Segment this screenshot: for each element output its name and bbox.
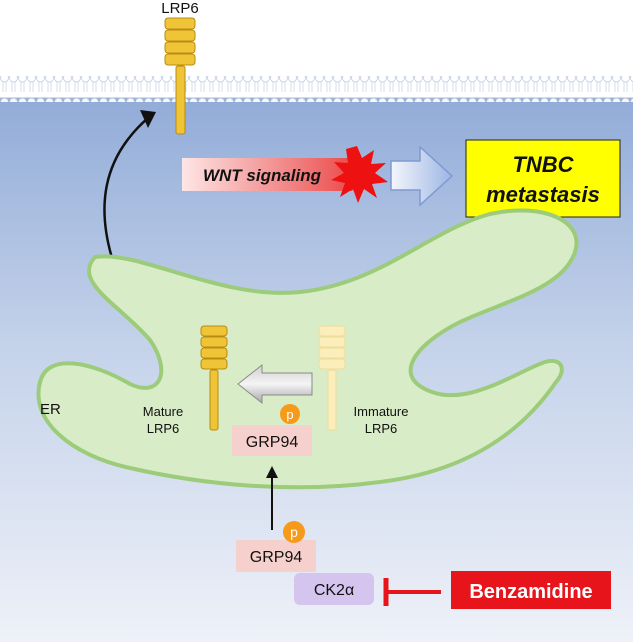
immature-label-line1: Immature <box>354 404 409 419</box>
mature-label-line2: LRP6 <box>147 421 180 436</box>
er-shape <box>36 208 579 490</box>
grp94-cyto-box <box>236 540 316 572</box>
trafficking-arrow-head <box>140 110 156 128</box>
immature-lrp6-icon <box>318 325 346 431</box>
mature-label-line1: Mature <box>143 404 183 419</box>
trafficking-arrow <box>103 117 149 259</box>
inhibition-icon <box>383 578 441 606</box>
ck2a-box <box>294 573 374 605</box>
grp94-er-box <box>232 425 312 456</box>
wnt-signaling-label: WNT signaling <box>203 166 322 185</box>
lrp6-receptor-membrane-icon <box>164 17 196 135</box>
benzamidine-box <box>451 571 611 609</box>
phospho-cyto-icon <box>283 521 305 543</box>
phospho-er-label: p <box>286 407 293 422</box>
grp94-er-label: GRP94 <box>246 434 299 451</box>
wnt-signaling-banner: WNT signaling <box>182 158 372 191</box>
phospho-er-icon <box>280 404 300 424</box>
maturation-arrow-icon <box>237 363 313 405</box>
block-arrow-icon <box>390 145 454 207</box>
lrp6-membrane-label: LRP6 <box>161 0 199 17</box>
import-arrow-head <box>266 466 278 478</box>
metastasis-label: metastasis <box>486 182 600 207</box>
phospho-cyto-label: p <box>290 524 298 540</box>
benzamidine-label: Benzamidine <box>469 581 592 603</box>
red-starburst-icon <box>331 146 388 203</box>
mature-lrp6-icon <box>200 325 228 431</box>
ck2a-label: CK2α <box>314 582 354 599</box>
membrane-bilayer <box>0 76 633 102</box>
immature-label-line2: LRP6 <box>365 421 398 436</box>
er-label: ER <box>40 401 61 418</box>
grp94-cyto-label: GRP94 <box>250 549 303 566</box>
tnbc-label: TNBC <box>512 152 574 177</box>
tnbc-metastasis-box <box>465 139 621 218</box>
